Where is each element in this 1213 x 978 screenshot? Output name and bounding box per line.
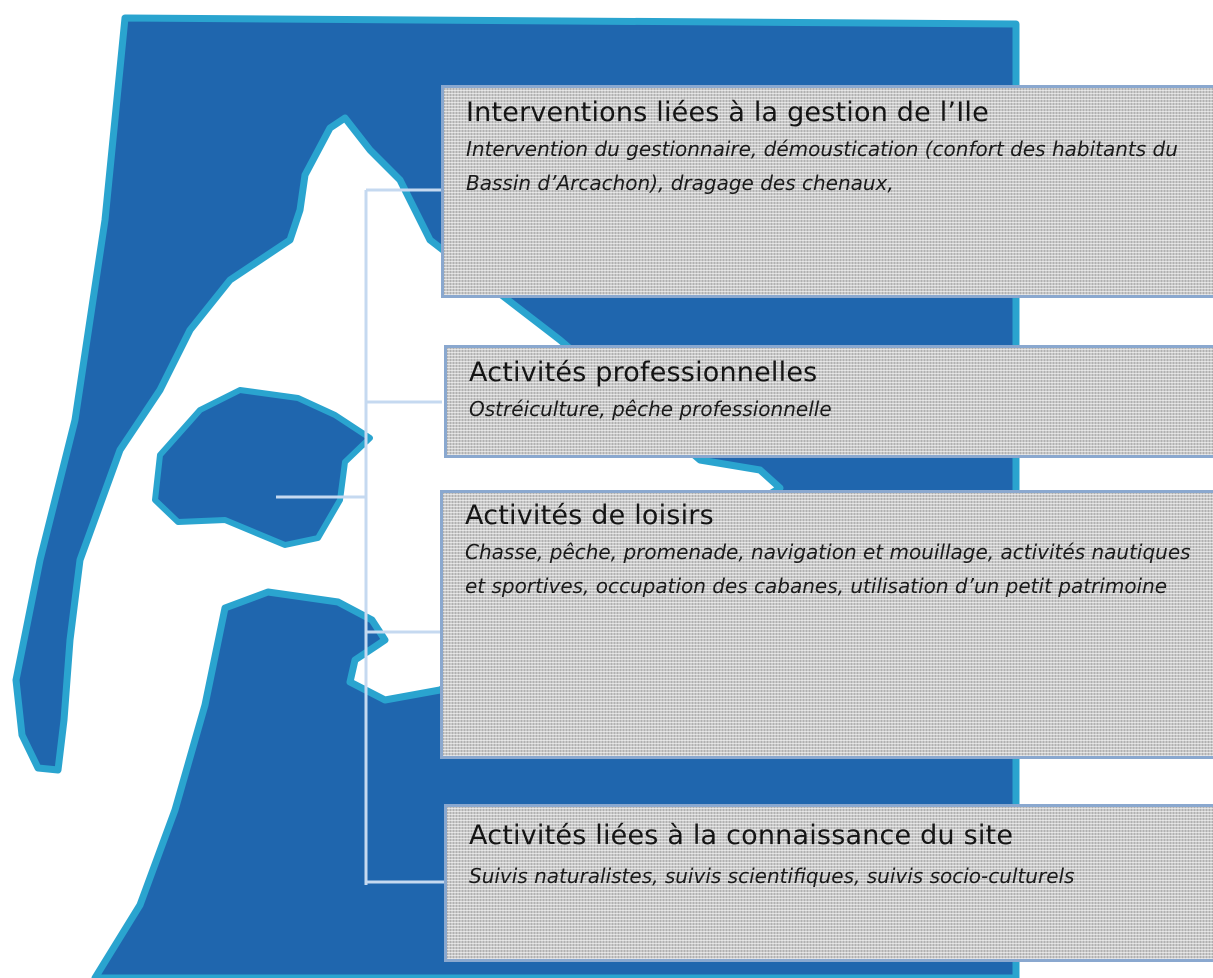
- box-description: Ostréiculture, pêche professionnelle: [469, 397, 832, 421]
- box-description: Intervention du gestionnaire, démoustica…: [466, 137, 1178, 195]
- box-title: Activités de loisirs: [465, 500, 714, 531]
- box-title: Activités liées à la connaissance du sit…: [469, 820, 1014, 851]
- box-description: Suivis naturalistes, suivis scientifique…: [469, 864, 1075, 888]
- box-title: Interventions liées à la gestion de l’Il…: [466, 97, 989, 128]
- box-leisure-activities: Activités de loisirs Chasse, pêche, prom…: [440, 490, 1213, 759]
- box-description: Chasse, pêche, promenade, navigation et …: [465, 540, 1191, 598]
- box-island-management: Interventions liées à la gestion de l’Il…: [441, 85, 1213, 298]
- box-site-knowledge: Activités liées à la connaissance du sit…: [444, 804, 1213, 962]
- island-water: [152, 387, 373, 548]
- box-title: Activités professionnelles: [469, 357, 818, 388]
- box-professional-activities: Activités professionnelles Ostréiculture…: [444, 345, 1213, 458]
